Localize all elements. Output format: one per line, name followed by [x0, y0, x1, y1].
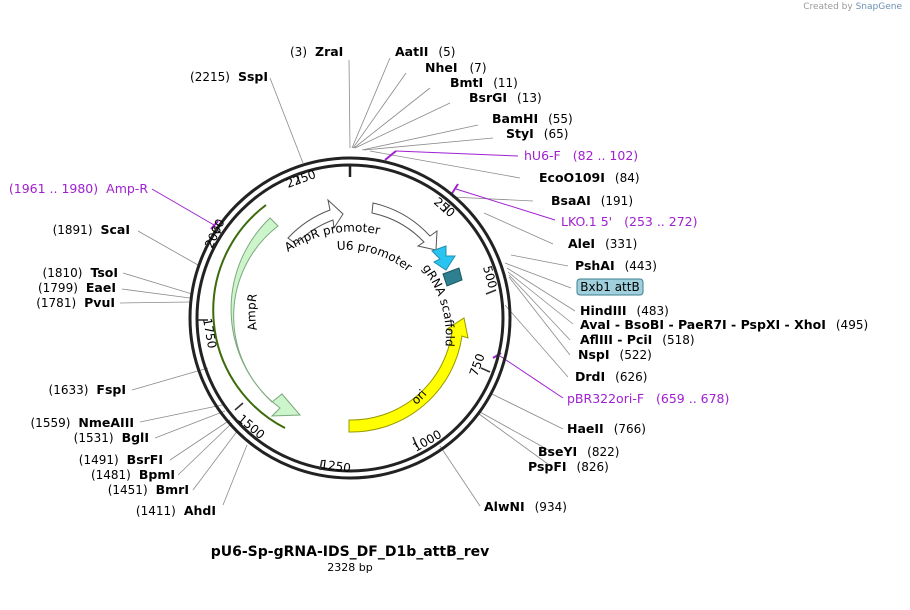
- site-bmri[interactable]: (1451)BmrI: [108, 482, 189, 497]
- site-bsrfi[interactable]: (1491)BsrFI: [79, 452, 163, 467]
- site-scai[interactable]: (1891)ScaI: [53, 222, 130, 237]
- site-connectors: [119, 57, 576, 507]
- primer-hu6-f[interactable]: hU6-F(82 .. 102): [524, 148, 638, 163]
- primer-pbr322ori-f[interactable]: pBR322ori-F(659 .. 678): [567, 391, 729, 406]
- ampr-label: AmpR: [244, 293, 260, 332]
- ampr-outline: [212, 204, 286, 429]
- site-styi[interactable]: StyI(65): [506, 126, 568, 141]
- site-labels-right: (3)ZraI AatII(5) NheI(7) BmtI(11) BsrGI(…: [290, 44, 868, 514]
- u6-chevron: [431, 245, 456, 271]
- site-pspfi[interactable]: PspFI(826): [528, 459, 609, 474]
- ampr-arrow[interactable]: [230, 217, 302, 417]
- plasmid-name: pU6-Sp-gRNA-IDS_DF_D1b_attB_rev: [211, 544, 490, 560]
- site-bgli[interactable]: (1531)BglI: [74, 430, 149, 445]
- site-avai-group[interactable]: AvaI - BsoBI - PaeR7I - PspXI - XhoI(495…: [580, 317, 868, 332]
- site-zrai[interactable]: (3)ZraI: [290, 44, 343, 59]
- primer-amp-r[interactable]: (1961 .. 1980)Amp-R: [9, 181, 148, 196]
- site-labels-left: (1411)AhdI (1451)BmrI (1481)BpmI (1491)B…: [31, 69, 269, 518]
- site-sspi[interactable]: (2215)SspI: [190, 69, 268, 84]
- site-eaei[interactable]: (1799)EaeI: [38, 280, 116, 295]
- attb-box: [576, 278, 644, 296]
- snapgene-logo: SnapGene: [855, 2, 902, 12]
- tick-label: 1750: [200, 317, 219, 350]
- scale-ticks: [198, 173, 497, 471]
- site-bseyi[interactable]: BseYI(822): [538, 444, 619, 459]
- bxb1-attb-feature[interactable]: Bxb1 attB: [576, 278, 644, 296]
- credit-prefix: Created by: [803, 2, 853, 12]
- site-afliii-pcii[interactable]: AflIII - PciI(518): [580, 332, 695, 347]
- site-nspi[interactable]: NspI(522): [578, 347, 652, 362]
- site-alei[interactable]: AleI(331): [568, 236, 637, 251]
- site-tsoi[interactable]: (1810)TsoI: [43, 265, 118, 280]
- site-drdi[interactable]: DrdI(626): [575, 369, 647, 384]
- tick-label: 1500: [235, 412, 267, 442]
- tick-label: 1250: [320, 457, 352, 475]
- tick-label: 750: [467, 352, 488, 378]
- primer-lko1-5[interactable]: LKO.1 5'(253 .. 272): [561, 214, 697, 229]
- u6-promoter-label: U6 promoter: [337, 239, 415, 275]
- tick-label: 500: [480, 264, 499, 290]
- site-nhei[interactable]: NheI(7): [425, 60, 487, 75]
- site-hindiii[interactable]: HindIII(483): [580, 303, 669, 318]
- plasmid-size: 2328 bp: [327, 561, 372, 574]
- site-pshai[interactable]: PshAI(443): [575, 258, 657, 273]
- site-ecoo109i[interactable]: EcoO109I(84): [539, 170, 640, 185]
- site-alwni[interactable]: AlwNI(934): [484, 499, 567, 514]
- site-bpmi[interactable]: (1481)BpmI: [91, 467, 175, 482]
- grna-block[interactable]: [442, 267, 463, 287]
- u6-promoter-arrow[interactable]: [371, 202, 438, 251]
- site-bsrgi[interactable]: BsrGI(13): [469, 90, 542, 105]
- primer-connectors: [151, 150, 564, 399]
- site-pvui[interactable]: (1781)PvuI: [36, 295, 115, 310]
- tick-label: 250: [431, 195, 458, 220]
- site-haeii[interactable]: HaeII(766): [567, 421, 646, 436]
- site-bamhi[interactable]: BamHI(55): [492, 111, 573, 126]
- site-bmti[interactable]: BmtI(11): [450, 75, 518, 90]
- ori-arrow[interactable]: [348, 317, 469, 433]
- ampr-promoter-arrow[interactable]: [287, 198, 344, 245]
- site-fspi[interactable]: (1633)FspI: [49, 382, 126, 397]
- site-bsaai[interactable]: BsaAI(191): [551, 193, 633, 208]
- site-aatii[interactable]: AatII(5): [395, 44, 455, 59]
- site-nmeaiii[interactable]: (1559)NmeAIII: [31, 415, 135, 430]
- site-ahdi[interactable]: (1411)AhdI: [136, 503, 216, 518]
- attb-label: Bxb1 attB: [580, 280, 639, 294]
- credit: Created by SnapGene: [803, 2, 902, 12]
